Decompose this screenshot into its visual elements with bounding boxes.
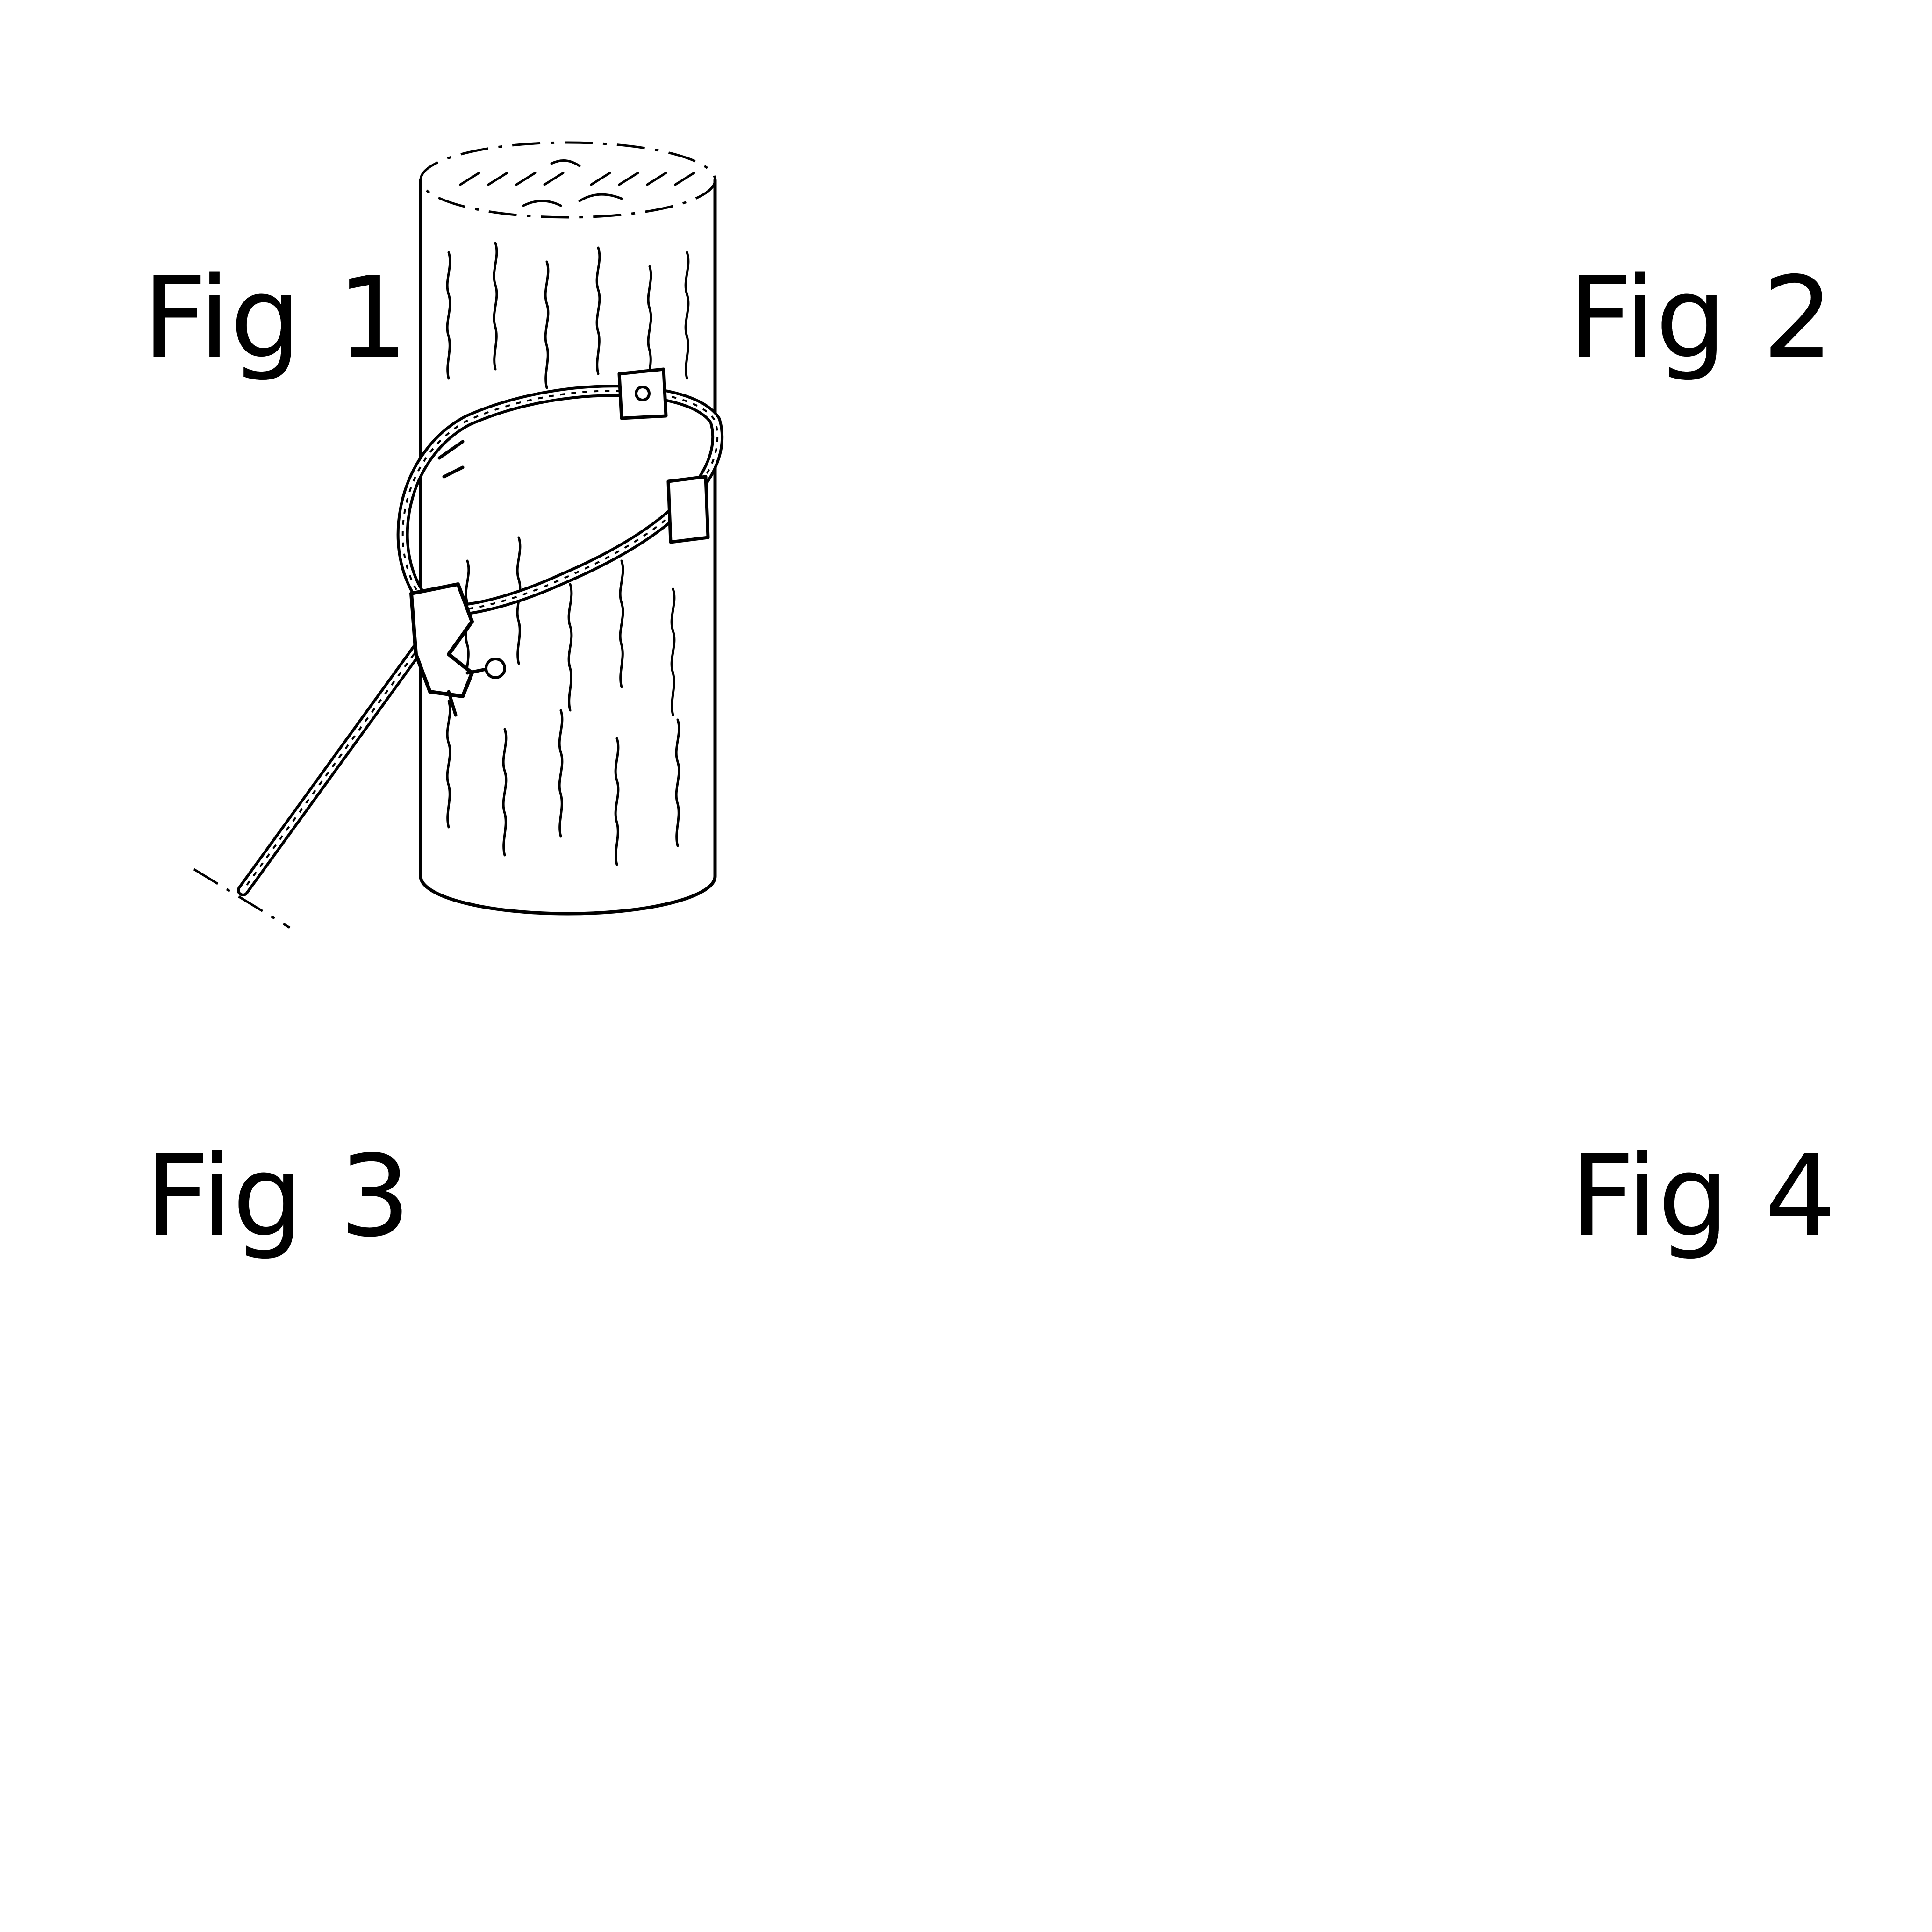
fig-2-label: Fig 2 bbox=[1568, 252, 1834, 383]
post-1 bbox=[419, 141, 717, 916]
fig-3-label: Fig 3 bbox=[145, 1131, 411, 1262]
cable-clamp-1 bbox=[409, 582, 506, 717]
post-1-body bbox=[419, 178, 717, 916]
figure-1-drawing bbox=[193, 141, 724, 929]
cable-loop-1 bbox=[396, 385, 724, 616]
brackets-1 bbox=[437, 367, 710, 544]
fig-1-label: Fig 1 bbox=[143, 252, 408, 383]
fig-3-label: Fig 3 bbox=[145, 1131, 411, 1262]
anchor-cable-1 bbox=[193, 639, 427, 929]
fig-1-label: Fig 1 bbox=[143, 252, 408, 383]
fig-2-label: Fig 2 bbox=[1568, 252, 1834, 383]
ground-line-1 bbox=[193, 868, 291, 929]
post-1-wood-grain bbox=[447, 243, 688, 865]
post-1-end-grain bbox=[459, 159, 695, 207]
post-1-top-outline bbox=[419, 141, 716, 219]
fig-4-label: Fig 4 bbox=[1570, 1131, 1836, 1262]
fig-4-label: Fig 4 bbox=[1570, 1131, 1836, 1262]
